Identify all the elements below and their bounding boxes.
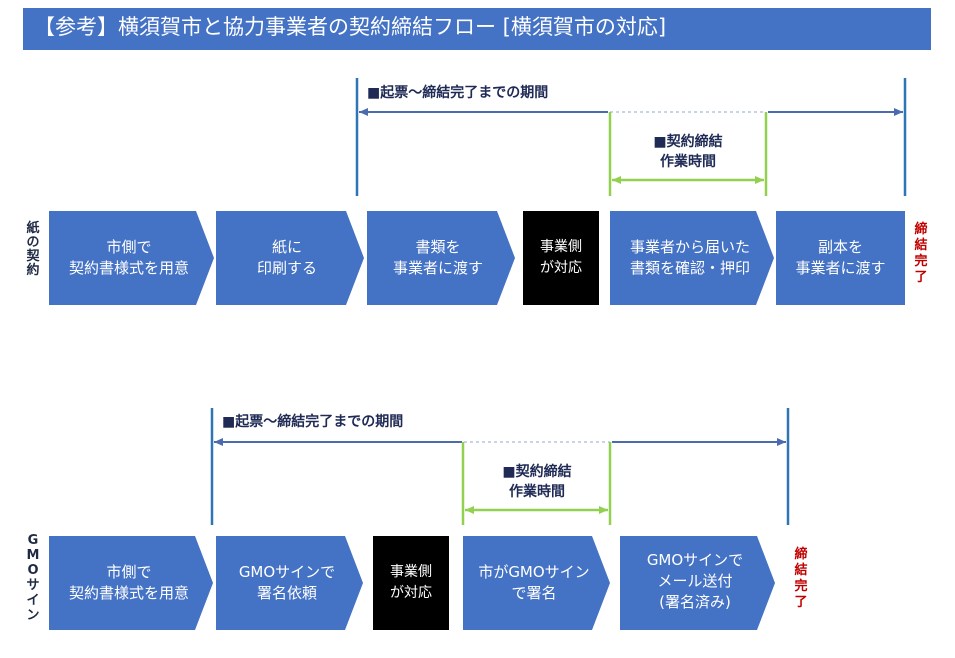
flow2-done-label: 締 結 完 了: [794, 547, 808, 610]
flow1-step-5: 副本を 事業者に渡す: [795, 238, 886, 277]
flow2-step-2-shape: [216, 536, 363, 630]
flow2-step-4: GMOサインで メール送付 (署名済み): [646, 551, 744, 611]
flow1-step-2-shape: [216, 211, 364, 305]
flow2-step-3-shape: [463, 536, 610, 630]
flow2-period-label: ■起票～締結完了までの期間: [222, 414, 404, 430]
flow1-step-3: 書類を 事業者に渡す: [392, 238, 483, 277]
flow1-row-label: 紙 の 契 約: [26, 221, 40, 278]
flow1-step-4: 事業者から届いた 書類を確認・押印: [629, 238, 750, 277]
flow2-row-label: G M O サ イ ン: [26, 533, 40, 623]
flow1-step-2: 紙に 印刷する: [256, 238, 317, 277]
flow2-step-1: 市側で 契約書様式を用意: [68, 563, 189, 602]
flow2-step-3: 市がGMOサイン で署名: [478, 563, 590, 602]
flow1-step-1: 市側で 契約書様式を用意: [68, 238, 189, 277]
flow2-step-2: GMOサインで 署名依頼: [238, 563, 336, 602]
flow2-business-side-box: [373, 536, 449, 630]
flow2-work-label: ■契約締結 作業時間: [502, 464, 572, 500]
flow2-business-side-text: 事業側 が対応: [390, 564, 432, 601]
page-title: 【参考】横須賀市と協力事業者の契約締結フロー [横須賀市の対応]: [34, 15, 667, 39]
flow1-work-label: ■契約締結 作業時間: [653, 134, 723, 170]
flow1-done-label: 締 結 完 了: [914, 222, 928, 285]
flow1-step-3-shape: [367, 211, 515, 305]
flow1-business-side-box: [523, 211, 599, 305]
flow1-step-4-shape: [610, 211, 774, 305]
flow1-period-label: ■起票～締結完了までの期間: [367, 85, 549, 101]
flow1-business-side-text: 事業側 が対応: [540, 239, 582, 276]
flow2-step-4-shape: [620, 536, 775, 630]
flow1-step-1-shape: [49, 211, 214, 305]
flow2-step-1-shape: [49, 536, 213, 630]
flow1-step-5-shape: [776, 211, 905, 305]
title-bar: [23, 8, 931, 50]
